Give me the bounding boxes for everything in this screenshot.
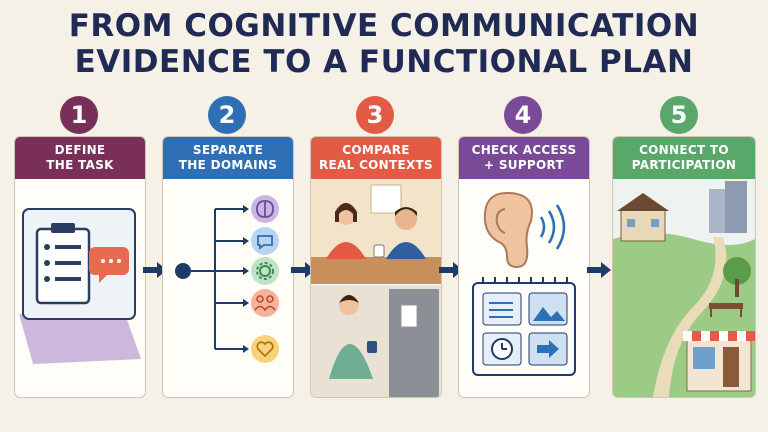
step-2-card: SEPARATE THE DOMAINS — [162, 136, 294, 398]
step-2-header: SEPARATE THE DOMAINS — [163, 137, 293, 179]
step-1-illustration — [15, 179, 145, 397]
people-icon — [251, 289, 279, 317]
step-5-header: CONNECT TO PARTICIPATION — [613, 137, 755, 179]
step-4-title-line-1: CHECK ACCESS — [471, 143, 577, 157]
step-1-card: DEFINE THE TASK — [14, 136, 146, 398]
ear-icon — [483, 191, 566, 269]
gear-icon — [251, 257, 279, 285]
speech-bubble-icon — [89, 247, 129, 283]
step-1-title-line-2: THE TASK — [46, 158, 114, 172]
flow-arrow-3 — [439, 262, 463, 278]
step-5-title-line-2: PARTICIPATION — [631, 158, 737, 172]
step-5-title-line-1: CONNECT TO — [639, 143, 729, 157]
flow-arrow-4 — [587, 262, 611, 278]
flow-arrow-1 — [143, 262, 167, 278]
step-4-card: CHECK ACCESS + SUPPORT — [458, 136, 590, 398]
clipboard-checklist-icon — [35, 223, 91, 305]
chat-bubble-icon — [251, 227, 279, 255]
community-path-icon — [613, 179, 755, 397]
step-2-illustration — [163, 179, 293, 397]
step-3-illustration — [311, 179, 441, 397]
page-title: FROM COGNITIVE COMMUNICATION EVIDENCE TO… — [0, 8, 768, 80]
conversation-scene-icon — [311, 179, 441, 284]
title-line-1: FROM COGNITIVE COMMUNICATION — [68, 8, 700, 44]
flow-arrow-2 — [291, 262, 315, 278]
step-2-title-line-1: SEPARATE — [192, 143, 264, 157]
step-3-number: 3 — [356, 96, 394, 134]
step-3-card: COMPARE REAL CONTEXTS — [310, 136, 442, 398]
step-4-header: CHECK ACCESS + SUPPORT — [459, 137, 589, 179]
brain-icon — [251, 195, 279, 223]
step-5-card: CONNECT TO PARTICIPATION — [612, 136, 756, 398]
step-5-number: 5 — [660, 96, 698, 134]
step-3-header: COMPARE REAL CONTEXTS — [311, 137, 441, 179]
step-2-title-line-2: THE DOMAINS — [178, 158, 278, 172]
step-4-illustration — [459, 179, 589, 397]
step-4-number: 4 — [504, 96, 542, 134]
step-4-title-line-2: + SUPPORT — [484, 158, 564, 172]
visual-schedule-icon — [472, 277, 576, 376]
heart-icon — [251, 335, 279, 363]
step-2-number: 2 — [208, 96, 246, 134]
step-5-illustration — [613, 179, 755, 397]
kitchen-scene-icon — [311, 285, 441, 397]
step-3-title-line-2: REAL CONTEXTS — [319, 158, 433, 172]
step-1-title-line-1: DEFINE — [54, 143, 106, 157]
step-3-title-line-1: COMPARE — [342, 143, 410, 157]
step-1-number: 1 — [60, 96, 98, 134]
step-1-header: DEFINE THE TASK — [15, 137, 145, 179]
title-line-2: EVIDENCE TO A FUNCTIONAL PLAN — [74, 44, 694, 80]
